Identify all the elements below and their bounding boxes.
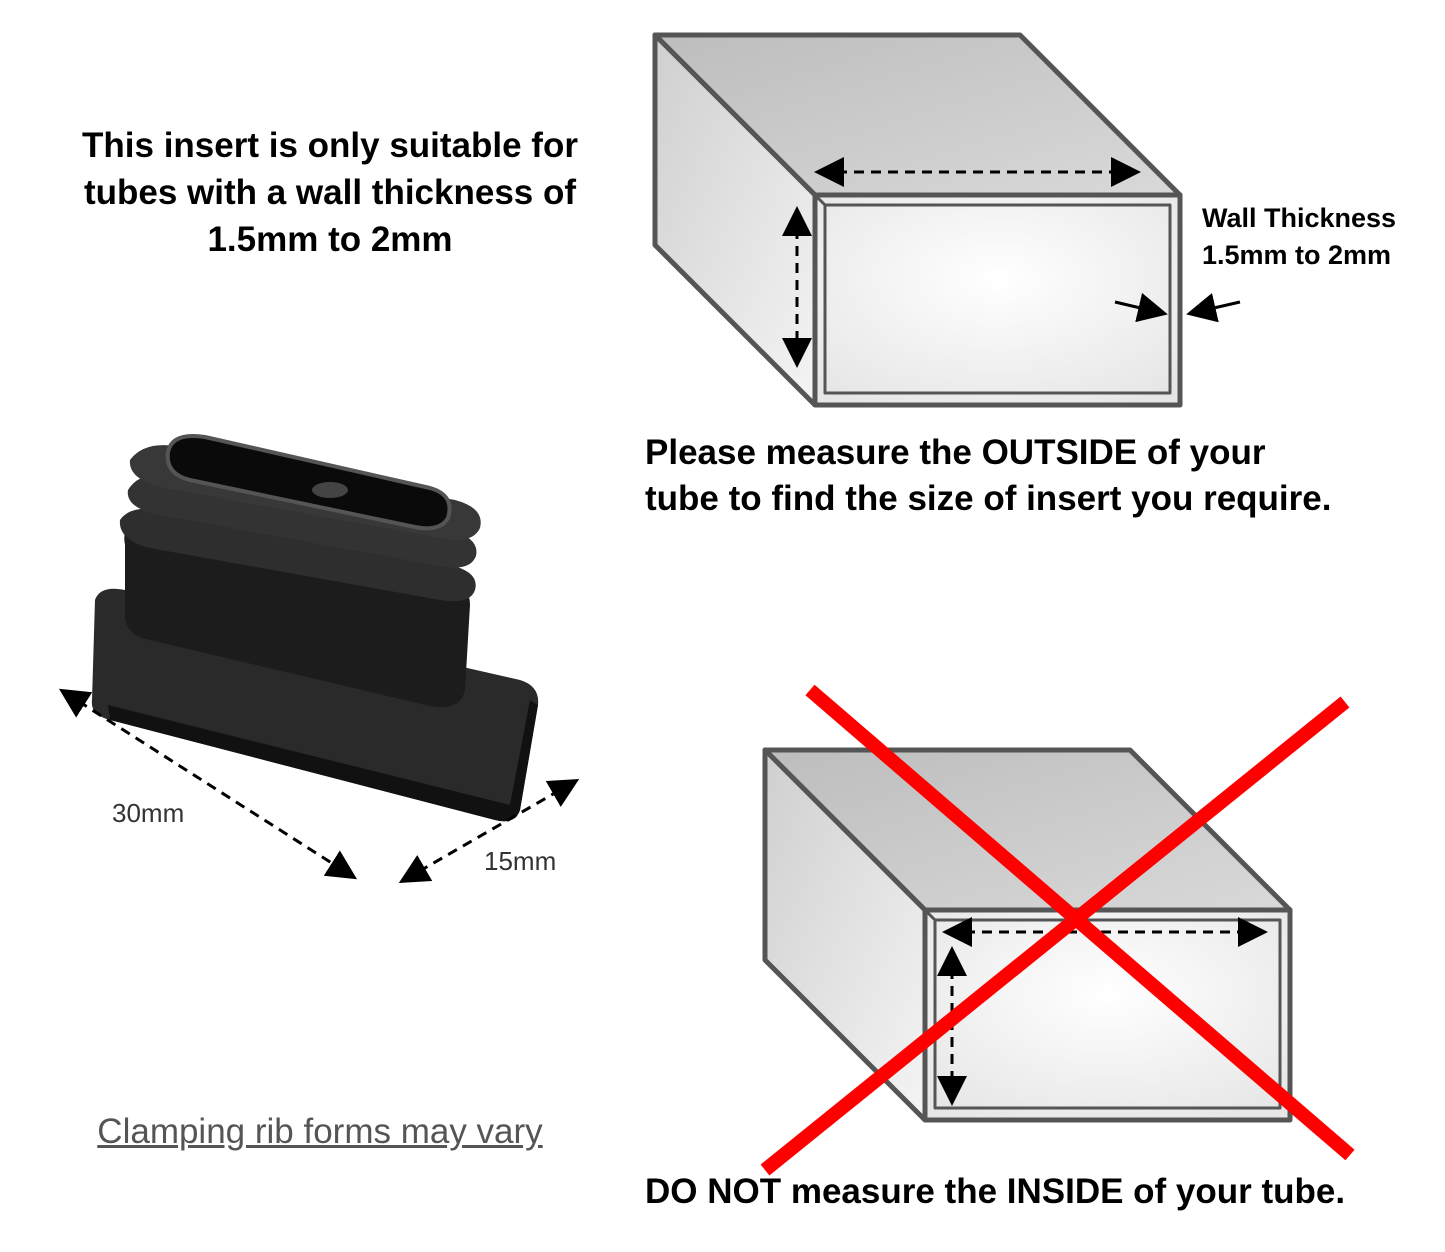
wall-thickness-label: Wall Thickness 1.5mm to 2mm xyxy=(1202,200,1396,274)
outside-measure-arrows xyxy=(782,157,1141,368)
wall-label-line-1: Wall Thickness xyxy=(1202,203,1397,233)
insert-illustration xyxy=(91,434,539,822)
red-cross-icon xyxy=(760,684,1355,1176)
clamping-rib-note: Clamping rib forms may vary xyxy=(97,1112,543,1151)
wall-thickness-arrows xyxy=(1114,292,1241,323)
tube-outside-diagram xyxy=(652,32,1183,408)
width-dimension-label: 15mm xyxy=(484,846,557,876)
inside-warning: DO NOT measure the INSIDE of your tube. xyxy=(645,1172,1346,1211)
suitability-line-3: 1.5mm to 2mm xyxy=(207,220,453,259)
suitability-text: This insert is only suitable for tubes w… xyxy=(30,122,630,263)
outside-instruction: Please measure the OUTSIDE of your tube … xyxy=(645,430,1331,522)
suitability-line-2: tubes with a wall thickness of xyxy=(83,173,577,212)
outside-line-1: Please measure the OUTSIDE of your xyxy=(645,433,1266,472)
dimension-arrows xyxy=(58,688,580,883)
length-dimension-label: 30mm xyxy=(112,798,185,828)
suitability-line-1: This insert is only suitable for xyxy=(82,126,578,165)
outside-line-2: tube to find the size of insert you requ… xyxy=(645,479,1332,518)
wall-label-line-2: 1.5mm to 2mm xyxy=(1202,240,1392,270)
